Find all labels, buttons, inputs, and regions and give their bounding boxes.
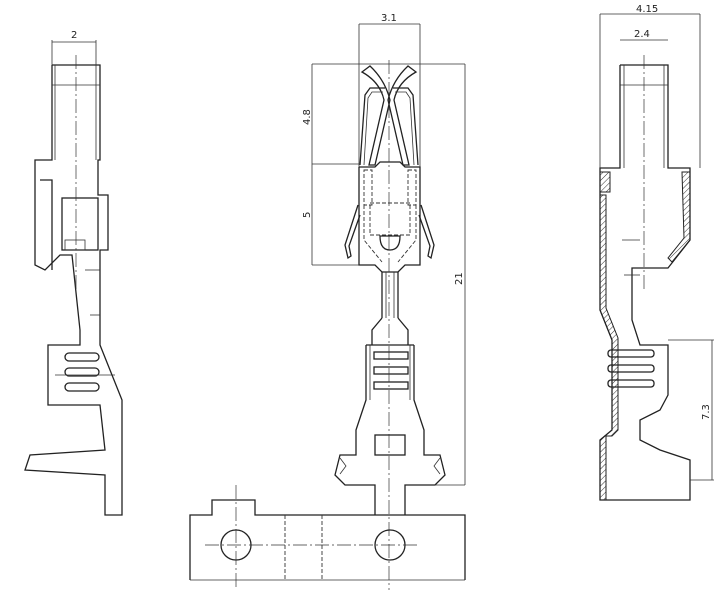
dim-outer-width: 4.15 xyxy=(636,4,658,15)
front-view: 3.1 4.8 5 21 xyxy=(189,13,466,590)
right-side-view: 4.15 2.4 7.3 xyxy=(599,4,714,501)
dim-front-width: 3.1 xyxy=(381,13,397,24)
left-side-view: 2 xyxy=(24,30,123,516)
dim-left-width: 2 xyxy=(71,30,77,41)
dim-crimp-length: 7.3 xyxy=(701,404,712,420)
dim-head-height: 5 xyxy=(302,212,313,218)
dim-inner-width: 2.4 xyxy=(634,29,650,40)
dim-total-length: 21 xyxy=(454,272,465,285)
dim-spring-height: 4.8 xyxy=(302,109,313,125)
